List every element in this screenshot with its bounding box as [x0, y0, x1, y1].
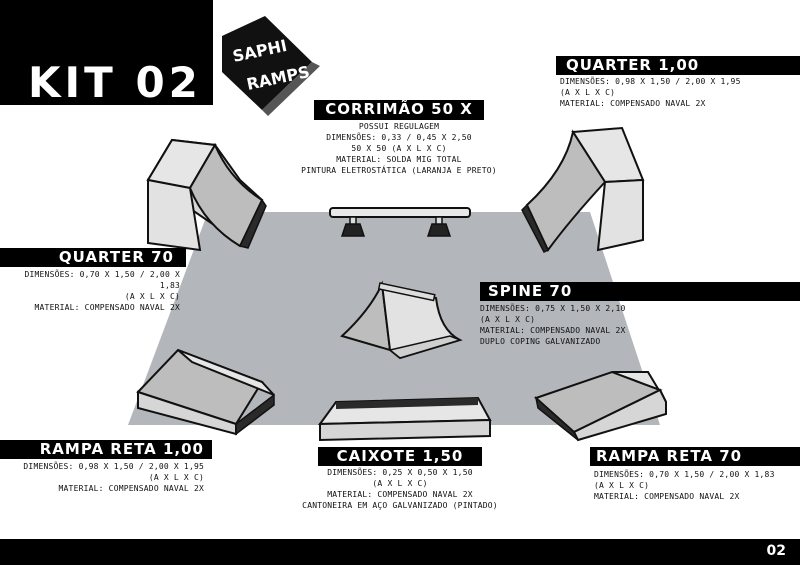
rampa-reta-70-title-bar: RAMPA RETA 70 — [590, 447, 800, 466]
spine-70-title-bar: SPINE 70 — [480, 282, 800, 301]
corrimao-line: PINTURA ELETROSTÁTICA (LARANJA E PRETO) — [301, 166, 497, 175]
quarter-100-title-bar: QUARTER 1,00 — [556, 56, 800, 75]
spine-70-line: (A X L X C) — [480, 315, 536, 324]
rail-illustration — [329, 207, 471, 237]
quarter-100-title: QUARTER 1,00 — [566, 56, 700, 74]
rampa-reta-70-line: MATERIAL: COMPENSADO NAVAL 2X — [594, 492, 740, 501]
spine-70-line: DUPLO COPING GALVANIZADO — [480, 337, 601, 346]
rampa-reta-70-info: DIMENSÕES: 0,70 X 1,50 / 2,00 X 1,83 (A … — [594, 469, 794, 502]
caixote-150-info: DIMENSÕES: 0,25 X 0,50 X 1,50 (A X L X C… — [290, 467, 510, 511]
corrimao-info: POSSUI REGULAGEM DIMENSÕES: 0,33 / 0,45 … — [300, 121, 498, 176]
spine-70-illustration — [340, 280, 463, 360]
caixote-150-title-bar: CAIXOTE 1,50 — [318, 447, 482, 466]
rampa-reta-100-info: DIMENSÕES: 0,98 X 1,50 / 2,00 X 1,95 (A … — [0, 461, 204, 494]
quarter-70-info: DIMENSÕES: 0,70 X 1,50 / 2,00 X 1,83 (A … — [0, 269, 180, 313]
quarter-70-line: MATERIAL: COMPENSADO NAVAL 2X — [34, 303, 180, 312]
corrimao-line: DIMENSÕES: 0,33 / 0,45 X 2,50 — [326, 133, 472, 142]
caixote-150-illustration — [318, 396, 492, 442]
quarter-70-line: (A X L X C) — [124, 292, 180, 301]
rampa-reta-70-title: RAMPA RETA 70 — [596, 447, 743, 465]
page-number: 02 — [766, 543, 786, 559]
rampa-reta-100-line: MATERIAL: COMPENSADO NAVAL 2X — [58, 484, 204, 493]
corrimao-title-bar: CORRIMÃO 50 X 50 — [314, 100, 484, 137]
spine-70-info: DIMENSÕES: 0,75 X 1,50 X 2,10 (A X L X C… — [480, 303, 700, 347]
quarter-100-line: (A X L X C) — [560, 88, 616, 97]
spine-70-line: DIMENSÕES: 0,75 X 1,50 X 2,10 — [480, 304, 626, 313]
footer-bar — [0, 539, 800, 565]
quarter-100-illustration — [521, 126, 645, 253]
rampa-reta-100-illustration — [136, 348, 275, 436]
rampa-reta-70-line: DIMENSÕES: 0,70 X 1,50 / 2,00 X 1,83 — [594, 470, 775, 479]
corrimao-line: 50 X 50 (A X L X C) — [351, 144, 447, 153]
rampa-reta-100-title-bar: RAMPA RETA 1,00 — [0, 440, 212, 459]
quarter-70-line: DIMENSÕES: 0,70 X 1,50 / 2,00 X 1,83 — [24, 270, 180, 290]
caixote-150-line: DIMENSÕES: 0,25 X 0,50 X 1,50 — [327, 468, 473, 477]
rampa-reta-70-line: (A X L X C) — [594, 481, 650, 490]
quarter-70-title: QUARTER 70 — [58, 248, 174, 266]
quarter-70-illustration — [146, 138, 267, 252]
caixote-150-line: MATERIAL: COMPENSADO NAVAL 2X — [327, 490, 473, 499]
caixote-150-title: CAIXOTE 1,50 — [336, 447, 464, 465]
rampa-reta-70-illustration — [534, 370, 667, 442]
spine-70-line: MATERIAL: COMPENSADO NAVAL 2X — [480, 326, 626, 335]
rampa-reta-100-line: DIMENSÕES: 0,98 X 1,50 / 2,00 X 1,95 — [23, 462, 204, 471]
saphi-ramps-logo: SAPHI RAMPS — [222, 16, 320, 116]
kit-title-box — [0, 0, 213, 105]
quarter-100-info: DIMENSÕES: 0,98 X 1,50 / 2,00 X 1,95 (A … — [560, 76, 796, 109]
corrimao-line: POSSUI REGULAGEM — [358, 122, 440, 131]
corrimao-title: CORRIMÃO 50 X 50 — [325, 100, 473, 137]
corrimao-line: MATERIAL: SOLDA MIG TOTAL — [336, 155, 462, 164]
quarter-70-title-bar: QUARTER 70 — [0, 248, 186, 267]
quarter-100-line: DIMENSÕES: 0,98 X 1,50 / 2,00 X 1,95 — [560, 77, 741, 86]
quarter-100-line: MATERIAL: COMPENSADO NAVAL 2X — [560, 99, 706, 108]
rampa-reta-100-title: RAMPA RETA 1,00 — [39, 440, 204, 458]
caixote-150-line: (A X L X C) — [372, 479, 428, 488]
page-title: KIT 02 — [28, 58, 202, 107]
caixote-150-line: CANTONEIRA EM AÇO GALVANIZADO (PINTADO) — [302, 501, 498, 510]
rampa-reta-100-line: (A X L X C) — [148, 473, 204, 482]
spine-70-title: SPINE 70 — [488, 282, 573, 300]
